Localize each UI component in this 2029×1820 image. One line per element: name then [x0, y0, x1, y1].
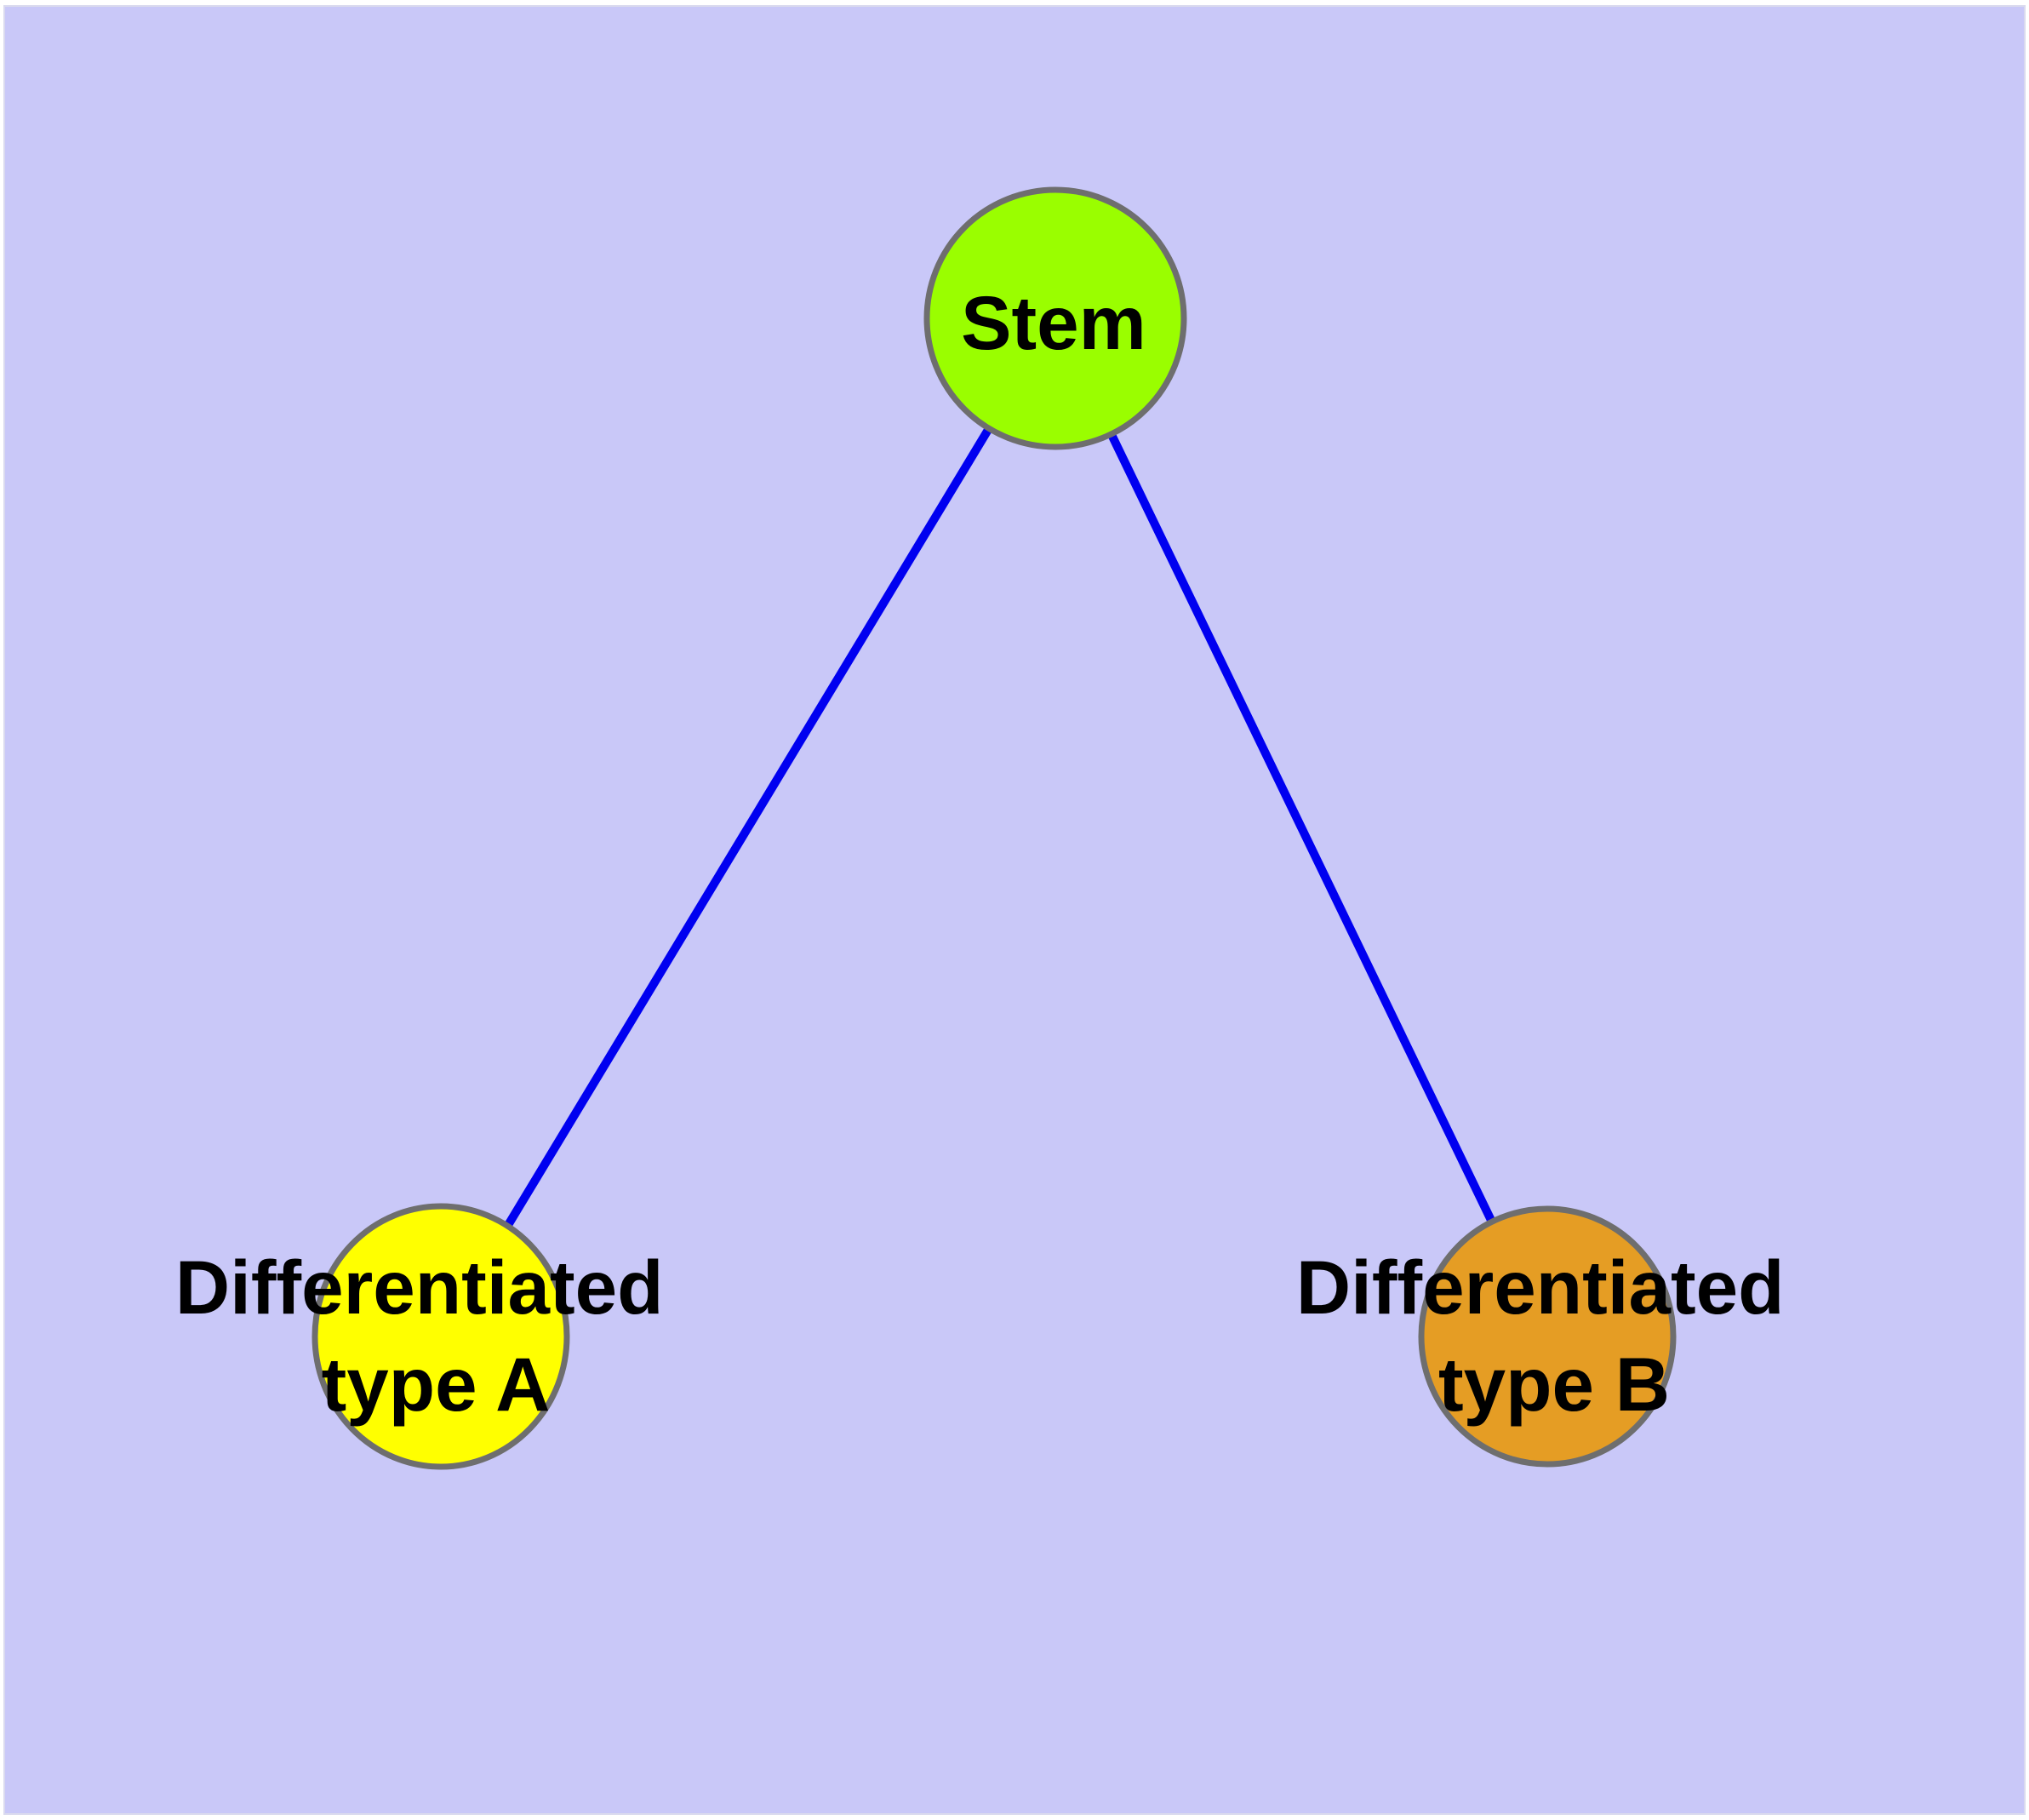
labels: Stem Differentiated type A Differentiate… [175, 280, 1805, 1427]
edges [437, 314, 1552, 1341]
node-type-b-label: Differentiated type B [1296, 1245, 1805, 1427]
node-stem-label: Stem [961, 280, 1146, 365]
node-type-b-label-line1: Differentiated [1296, 1245, 1785, 1330]
node-type-b [1418, 1205, 1677, 1468]
edge-stem-to-type-a [437, 314, 1060, 1341]
node-type-a-label-line2: type A [322, 1342, 551, 1427]
node-type-a-label-line1: Differentiated [175, 1245, 664, 1330]
node-type-a [311, 1203, 570, 1470]
node-stem [923, 186, 1187, 450]
nodes [311, 186, 1677, 1470]
edge-stem-to-type-b [1051, 314, 1552, 1341]
node-type-b-label-line2: type B [1438, 1342, 1670, 1427]
node-type-a-label: Differentiated type A [175, 1245, 684, 1427]
